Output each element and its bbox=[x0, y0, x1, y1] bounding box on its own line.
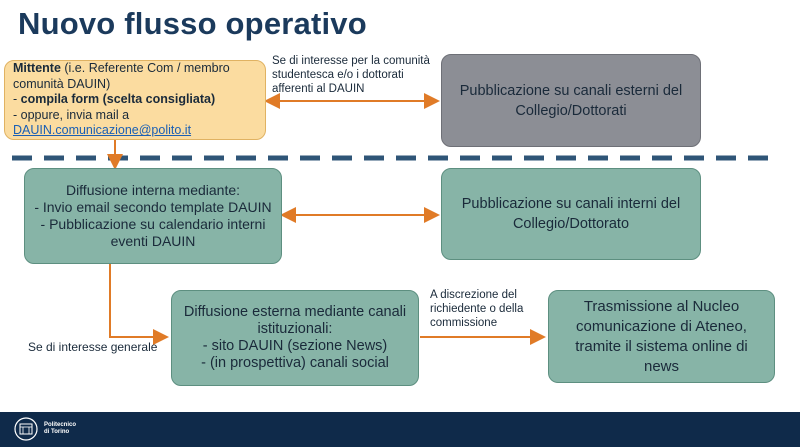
internal-item-email: - Invio email secondo template DAUIN bbox=[34, 199, 272, 215]
ateneo-box: Trasmissione al Nucleo comunicazione di … bbox=[548, 290, 775, 383]
compile-form-link[interactable]: compila form (scelta consigliata) bbox=[20, 92, 216, 107]
external-heading: Diffusione esterna mediante canali istit… bbox=[183, 304, 407, 337]
sender-label: Mittente bbox=[13, 61, 61, 76]
external-diffusion-box: Diffusione esterna mediante canali istit… bbox=[171, 290, 419, 386]
polito-crest-icon bbox=[14, 417, 38, 441]
external-college-box: Pubblicazione su canali esterni del Coll… bbox=[441, 54, 701, 147]
internal-item-calendar: - Pubblicazione su calendario interni ev… bbox=[40, 216, 266, 249]
sender-line2-prefix: - bbox=[13, 92, 21, 107]
sender-box: Mittente (i.e. Referente Com / membro co… bbox=[4, 60, 266, 140]
internal-heading: Diffusione interna mediante: bbox=[65, 182, 241, 198]
general-interest-note: Se di interesse generale bbox=[28, 340, 158, 354]
external-college-text: Pubblicazione su canali esterni del Coll… bbox=[459, 82, 683, 119]
polito-logo: Politecnico di Torino bbox=[14, 416, 76, 442]
sender-text: Mittente (i.e. Referente Com / membro co… bbox=[13, 61, 257, 139]
discretion-note: A discrezione del richiedente o della co… bbox=[430, 289, 524, 329]
email-link[interactable]: DAUIN.comunicazione@polito.it bbox=[13, 123, 192, 138]
sender-line3: - oppure, invia mail a bbox=[13, 107, 130, 122]
community-note: Se di interesse per la comunità studente… bbox=[272, 55, 430, 95]
logo-line2: di Torino bbox=[44, 429, 70, 435]
external-item-site: - sito DAUIN (sezione News) bbox=[202, 338, 388, 354]
logo-line1: Politecnico bbox=[44, 422, 77, 428]
arrow-internal-external bbox=[109, 264, 169, 345]
page-title: Nuovo flusso operativo bbox=[18, 6, 367, 41]
ateneo-text: Trasmissione al Nucleo comunicazione di … bbox=[575, 297, 748, 375]
internal-college-text: Pubblicazione su canali interni del Coll… bbox=[461, 196, 681, 232]
internal-college-box: Pubblicazione su canali interni del Coll… bbox=[441, 168, 701, 260]
internal-diffusion-box: Diffusione interna mediante: - Invio ema… bbox=[24, 168, 282, 264]
footer-bar bbox=[0, 412, 800, 447]
sender-label-rest: (i.e. Referente Com / membro comunità DA… bbox=[13, 61, 230, 91]
external-item-social: - (in prospettiva) canali social bbox=[201, 355, 389, 371]
